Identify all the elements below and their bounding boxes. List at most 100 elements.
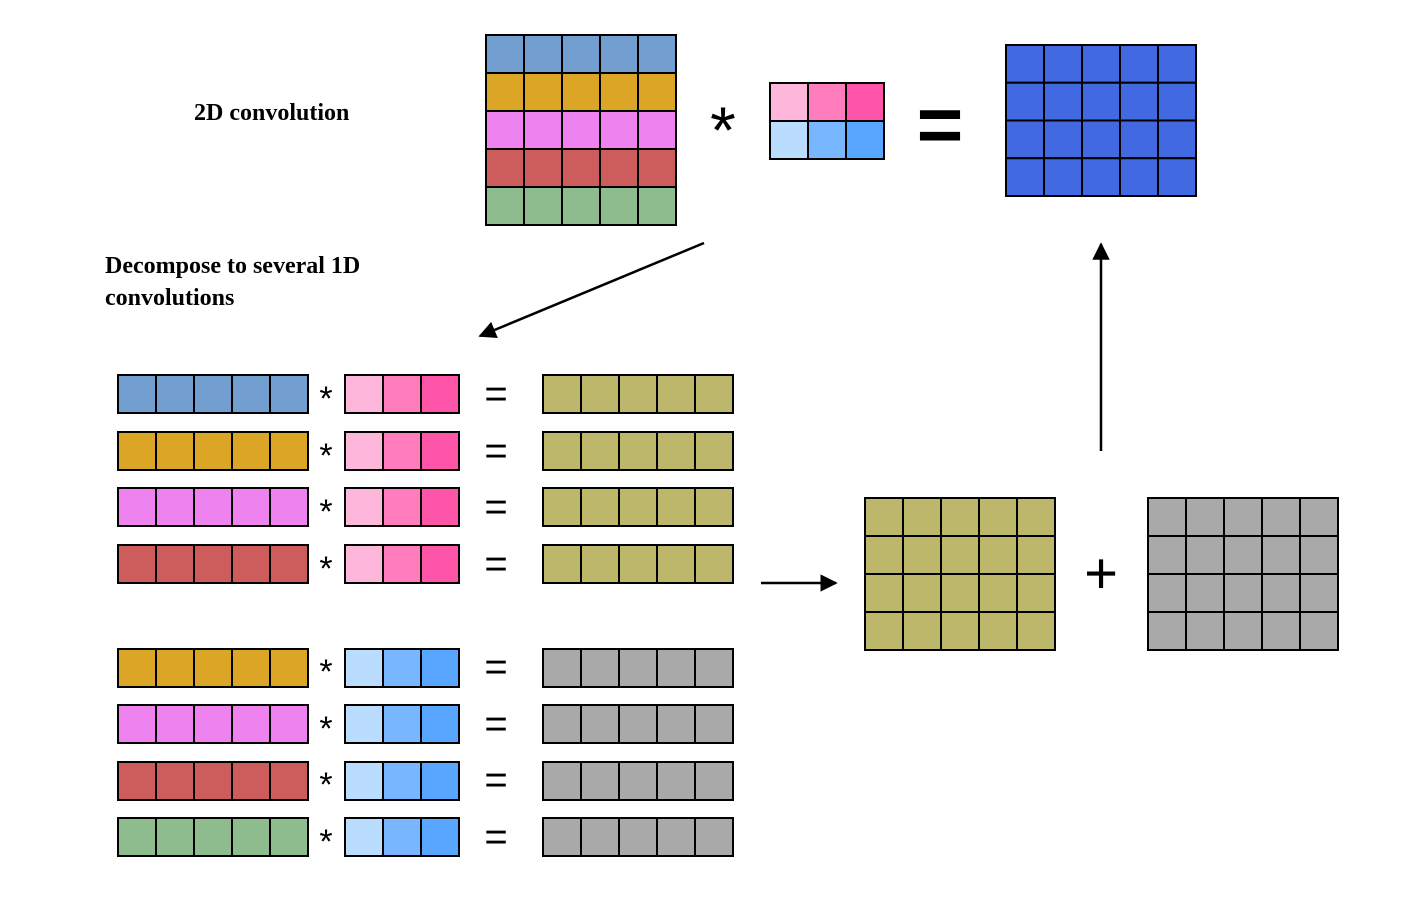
gray-sum-matrix-cell: [1185, 497, 1225, 537]
row-6-output-cell: [618, 704, 658, 744]
olive-sum-matrix-cell: [978, 611, 1018, 651]
row-2-convolve-symbol: *: [319, 437, 333, 475]
row-6-kernel-cell: [344, 704, 384, 744]
row-1-output-cell: [618, 374, 658, 414]
output-matrix: [1005, 44, 1197, 197]
gray-sum-matrix-cell: [1261, 573, 1301, 613]
gray-sum-matrix-cell: [1185, 611, 1225, 651]
row-3-input-cell: [155, 487, 195, 527]
row-6-input-cell: [117, 704, 157, 744]
row-7-output-cell: [542, 761, 582, 801]
output-matrix-cell: [1157, 119, 1197, 160]
input-matrix-cell: [637, 34, 677, 74]
output-matrix-cell: [1157, 157, 1197, 197]
input-matrix-cell: [485, 186, 525, 226]
input-matrix-cell: [599, 148, 639, 188]
input-matrix-cell: [523, 34, 563, 74]
row-2-input: [117, 431, 309, 471]
row-4-equals-symbol: =: [484, 542, 508, 586]
row-2-kernel-cell: [382, 431, 422, 471]
gray-sum-matrix-cell: [1147, 611, 1187, 651]
kernel-2x3-cell: [807, 82, 847, 122]
olive-sum-matrix-cell: [1016, 573, 1056, 613]
olive-sum-matrix-cell: [978, 497, 1018, 537]
row-4-output: [542, 544, 734, 584]
output-matrix-cell: [1157, 81, 1197, 122]
row-8-output: [542, 817, 734, 857]
output-matrix-cell: [1005, 81, 1045, 122]
row-7-convolve-symbol: *: [319, 766, 333, 804]
row-1-equals-symbol: =: [484, 372, 508, 416]
row-6-output-cell: [542, 704, 582, 744]
row-1-input-cell: [155, 374, 195, 414]
row-3-input: [117, 487, 309, 527]
row-6-kernel: [344, 704, 460, 744]
row-3-output-cell: [656, 487, 696, 527]
row-7-kernel-cell: [344, 761, 384, 801]
row-3-output: [542, 487, 734, 527]
row-2-output-cell: [694, 431, 734, 471]
row-7-kernel-cell: [420, 761, 460, 801]
row-8-input-cell: [155, 817, 195, 857]
input-matrix-cell: [599, 34, 639, 74]
kernel-2x3-cell: [845, 120, 885, 160]
row-7-input-cell: [117, 761, 157, 801]
olive-sum-matrix-cell: [1016, 497, 1056, 537]
row-2-output-cell: [542, 431, 582, 471]
olive-sum-matrix-cell: [1016, 535, 1056, 575]
row-5-output: [542, 648, 734, 688]
row-5-convolve-symbol: *: [319, 653, 333, 691]
row-1-kernel: [344, 374, 460, 414]
row-2-input-cell: [231, 431, 271, 471]
row-4-output-cell: [542, 544, 582, 584]
olive-sum-matrix-cell: [864, 573, 904, 613]
row-2-output-cell: [618, 431, 658, 471]
gray-sum-matrix-cell: [1185, 535, 1225, 575]
row-8-output-cell: [618, 817, 658, 857]
input-matrix-cell: [637, 186, 677, 226]
row-1-output-cell: [580, 374, 620, 414]
row-4-kernel: [344, 544, 460, 584]
row-3-convolve-symbol: *: [319, 493, 333, 531]
row-2-input-cell: [193, 431, 233, 471]
row-5-input-cell: [117, 648, 157, 688]
row-6-input: [117, 704, 309, 744]
kernel-2x3: [769, 82, 885, 160]
input-matrix-cell: [637, 148, 677, 188]
row-8-kernel-cell: [382, 817, 422, 857]
gray-sum-matrix-cell: [1299, 611, 1339, 651]
output-matrix-cell: [1119, 157, 1159, 197]
output-matrix-cell: [1043, 157, 1083, 197]
gray-sum-matrix-cell: [1147, 497, 1187, 537]
row-5-input-cell: [231, 648, 271, 688]
row-7-output-cell: [618, 761, 658, 801]
row-3-kernel-cell: [420, 487, 460, 527]
row-6-output-cell: [580, 704, 620, 744]
input-matrix-cell: [485, 148, 525, 188]
gray-sum-matrix-cell: [1147, 573, 1187, 613]
row-4-input: [117, 544, 309, 584]
output-matrix-cell: [1081, 119, 1121, 160]
row-1-input-cell: [117, 374, 157, 414]
row-8-kernel: [344, 817, 460, 857]
row-7-kernel-cell: [382, 761, 422, 801]
row-2-output: [542, 431, 734, 471]
input-matrix-cell: [561, 34, 601, 74]
row-1-output-cell: [542, 374, 582, 414]
row-5-input-cell: [193, 648, 233, 688]
row-7-input-cell: [269, 761, 309, 801]
olive-sum-matrix-cell: [940, 497, 980, 537]
title-2d-convolution: 2D convolution: [194, 100, 350, 126]
row-8-output-cell: [580, 817, 620, 857]
olive-sum-matrix-cell: [902, 611, 942, 651]
row-3-output-cell: [618, 487, 658, 527]
row-4-kernel-cell: [420, 544, 460, 584]
row-3-input-cell: [269, 487, 309, 527]
row-4-output-cell: [580, 544, 620, 584]
output-matrix-cell: [1119, 119, 1159, 160]
gray-sum-matrix-cell: [1299, 535, 1339, 575]
row-4-input-cell: [155, 544, 195, 584]
row-8-output-cell: [542, 817, 582, 857]
row-5-input-cell: [155, 648, 195, 688]
